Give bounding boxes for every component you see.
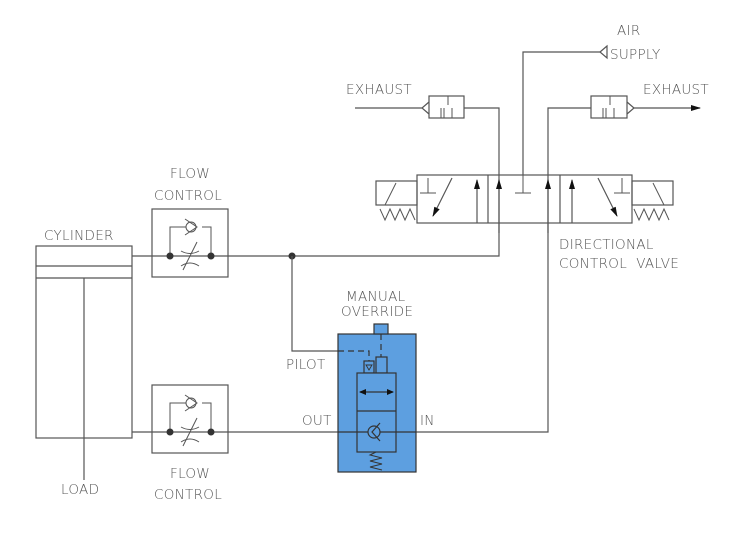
cylinder: [35, 245, 152, 480]
flow-control-top-label-1: FLOW: [170, 166, 210, 182]
override-button-icon: [373, 323, 389, 335]
solenoid-right-icon: [631, 180, 674, 206]
air-supply-label-1: AIR: [617, 23, 641, 39]
flow-control-bottom-label-2: CONTROL: [154, 487, 222, 503]
spring-icon: [368, 451, 383, 471]
cylinder-label: CYLINDER: [44, 228, 114, 244]
directional-control-valve: [375, 174, 674, 224]
exhaust-left-label: EXHAUST: [346, 82, 412, 98]
in-label: IN: [420, 413, 435, 429]
check-valve-icon: [184, 218, 198, 236]
port-dot: [166, 428, 174, 436]
pipe-valve-to-top: [228, 223, 500, 257]
pipe-valve-to-bottom: [416, 223, 549, 433]
directional-label-2: CONTROL VALVE: [559, 256, 679, 272]
port-dot: [166, 252, 174, 260]
manual-override-valve: [337, 323, 417, 473]
pilot-line: [291, 256, 338, 352]
air-supply-port-icon: [599, 44, 608, 60]
flow-control-top: [151, 208, 229, 278]
directional-label-1: DIRECTIONAL: [559, 237, 654, 253]
exhaust-muffler-right: [547, 95, 701, 233]
port-dot: [207, 428, 215, 436]
spring-right-icon: [633, 207, 670, 222]
flow-control-bottom-label-1: FLOW: [170, 466, 210, 482]
load-label: LOAD: [61, 482, 99, 498]
spring-left-icon: [379, 207, 416, 222]
pilot-label: PILOT: [286, 357, 326, 373]
manual-override-label-1: MANUAL: [346, 289, 406, 305]
port-dot: [207, 252, 215, 260]
exhaust-right-label: EXHAUST: [643, 82, 709, 98]
air-supply-label-2: SUPPLY: [610, 47, 661, 63]
solenoid-left-icon: [375, 180, 418, 206]
check-valve-icon: [367, 425, 381, 439]
flow-control-bottom: [151, 384, 229, 454]
out-label: OUT: [302, 413, 332, 429]
air-supply: [522, 44, 608, 175]
flow-control-top-label-2: CONTROL: [154, 188, 222, 204]
manual-override-label-2: OVERRIDE: [341, 304, 413, 320]
check-valve-icon: [184, 394, 198, 412]
throttle-icon: [180, 241, 200, 271]
throttle-icon: [180, 417, 200, 447]
